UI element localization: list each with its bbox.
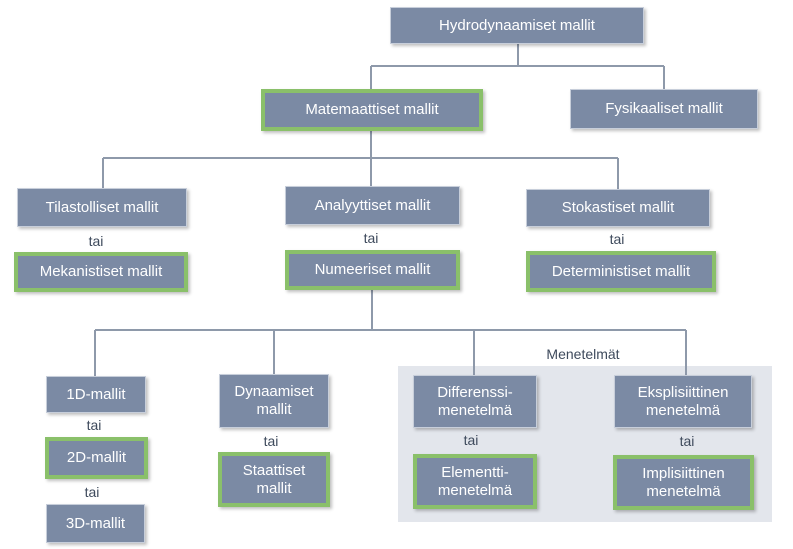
or-label: tai	[609, 231, 625, 247]
or-label: tai	[679, 433, 695, 449]
node-statistical-models: Tilastolliset mallit	[17, 188, 187, 227]
node-explicit-method: Eksplisiittinen menetelmä	[614, 375, 752, 428]
node-dynamic-models: Dynaamiset mallit	[219, 374, 329, 428]
node-1d-models: 1D-mallit	[46, 376, 146, 413]
node-physical-models: Fysikaaliset mallit	[570, 89, 758, 129]
node-deterministic-models: Deterministiset mallit	[526, 251, 716, 292]
or-label: tai	[88, 233, 104, 249]
node-2d-models: 2D-mallit	[45, 437, 148, 479]
node-finite-difference-method: Differenssi- menetelmä	[413, 375, 537, 428]
connector-math	[102, 130, 619, 190]
or-label: tai	[84, 484, 100, 500]
or-label: tai	[463, 432, 479, 448]
node-numerical-models: Numeeriset mallit	[285, 250, 460, 290]
methods-title: Menetelmät	[546, 346, 620, 362]
node-mechanistic-models: Mekanistiset mallit	[14, 252, 188, 292]
node-hydrodynamic-models: Hydrodynaamiset mallit	[390, 7, 644, 44]
or-label: tai	[86, 417, 102, 433]
connector-root	[370, 44, 665, 90]
node-3d-models: 3D-mallit	[46, 504, 145, 543]
node-analytical-models: Analyyttiset mallit	[285, 186, 460, 225]
connector-numerical	[94, 289, 687, 377]
node-static-models: Staattiset mallit	[218, 452, 330, 507]
node-mathematical-models: Matemaattiset mallit	[261, 89, 483, 131]
or-label: tai	[263, 433, 279, 449]
or-label: tai	[363, 230, 379, 246]
node-implicit-method: Implisiittinen menetelmä	[613, 455, 754, 510]
node-stochastic-models: Stokastiset mallit	[526, 189, 710, 227]
node-finite-element-method: Elementti- menetelmä	[413, 454, 537, 509]
